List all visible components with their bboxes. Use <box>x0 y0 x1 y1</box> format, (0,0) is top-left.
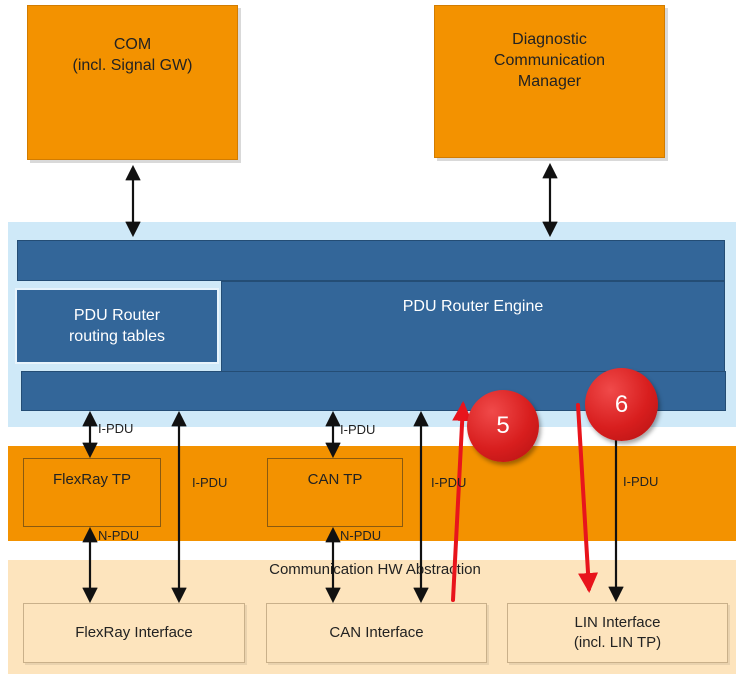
flexray-tp: FlexRay TP <box>23 458 161 527</box>
lin-interface: LIN Interface (incl. LIN TP) <box>507 603 728 663</box>
badge-five: 5 <box>467 390 539 462</box>
flexray-interface: FlexRay Interface <box>23 603 245 663</box>
pdu-router-engine-label: PDU Router Engine <box>402 298 544 315</box>
com-module: COM (incl. Signal GW) <box>27 5 238 160</box>
label-npdu-flexray: N-PDU <box>98 528 140 543</box>
label-ipdu-flexray-direct: I-PDU <box>192 475 228 490</box>
label-ipdu-can-tp: I-PDU <box>340 422 376 437</box>
pdu-router-top-bar <box>17 240 725 281</box>
pdu-router-routing-tables: PDU Router routing tables <box>15 288 219 364</box>
label-ipdu-flexray-tp: I-PDU <box>98 421 134 436</box>
label-npdu-can: N-PDU <box>340 528 382 543</box>
pdu-router-engine: PDU Router Engine <box>221 281 725 372</box>
dcm-module: Diagnostic Communication Manager <box>434 5 665 158</box>
label-ipdu-can-direct: I-PDU <box>431 475 467 490</box>
can-tp: CAN TP <box>267 458 403 527</box>
red-arrow-six <box>576 403 599 593</box>
can-interface: CAN Interface <box>266 603 487 663</box>
label-ipdu-lin: I-PDU <box>623 474 659 489</box>
badge-six: 6 <box>585 368 658 441</box>
red-arrow-five <box>451 401 473 602</box>
